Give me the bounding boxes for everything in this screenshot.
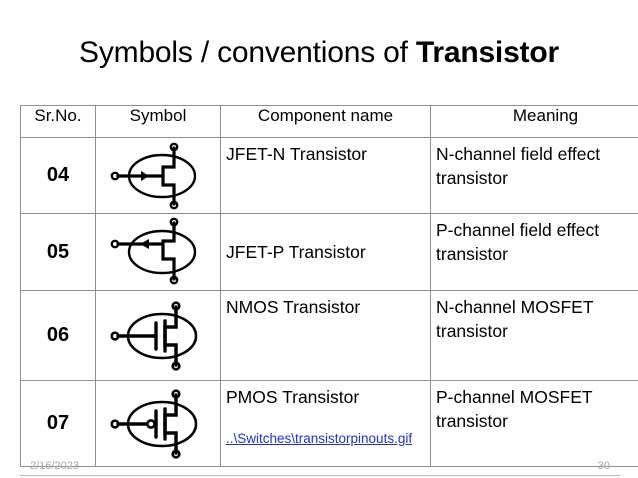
nmos-transistor-symbol-icon: [96, 299, 220, 373]
table-row: 04 JFET-N: [20, 137, 638, 214]
footer-divider: [20, 475, 620, 476]
component-name-cell: JFET-P Transistor: [220, 213, 431, 291]
meaning-cell: N-channel MOSFET transistor: [430, 290, 638, 381]
jfet-n-transistor-symbol-icon: [96, 141, 220, 211]
page-title: Symbols / conventions of Transistor: [0, 34, 638, 72]
row-serial-number: 06: [20, 290, 96, 381]
row-serial-number: 05: [20, 213, 96, 291]
symbols-table: Sr.No. Symbol Component name Meaning 04: [20, 105, 638, 467]
page-title-bold: Transistor: [415, 36, 559, 69]
component-name-cell: JFET-N Transistor: [220, 137, 431, 214]
symbol-cell: [95, 290, 221, 381]
table-row: 06 NMOS Tr: [20, 290, 638, 381]
transistor-pinouts-hyperlink[interactable]: ..\Switches\transistorpinouts.gif: [226, 431, 413, 446]
meaning-cell: P-channel MOSFET transistor: [430, 380, 638, 467]
table-row: 05 JFET-P: [20, 213, 638, 291]
symbol-cell: [95, 380, 221, 467]
column-header-meaning: Meaning: [430, 105, 638, 138]
meaning-cell: P-channel field effect transistor: [430, 213, 638, 291]
row-serial-number: 04: [20, 137, 96, 214]
pmos-transistor-symbol-icon: [96, 387, 220, 461]
column-header-symbol: Symbol: [95, 105, 221, 138]
meaning-cell: N-channel field effect transistor: [430, 137, 638, 214]
column-header-sr-no: Sr.No.: [20, 105, 96, 138]
component-name-cell: NMOS Transistor: [220, 290, 431, 381]
link-wrapper: ..\Switches\transistorpinouts.gif: [226, 425, 430, 449]
footer-page-number: 30: [597, 460, 610, 472]
footer-date: 2/16/2023: [30, 460, 79, 472]
table-row: 07: [20, 380, 638, 467]
page-title-regular: Symbols / conventions of: [79, 36, 416, 69]
row-serial-number: 07: [20, 380, 96, 467]
component-name-label: PMOS Transistor: [226, 387, 360, 407]
symbol-cell: [95, 213, 221, 291]
component-name-cell: PMOS Transistor ..\Switches\transistorpi…: [220, 380, 431, 467]
table-header-row: Sr.No. Symbol Component name Meaning: [20, 105, 638, 138]
jfet-p-transistor-symbol-icon: [96, 217, 220, 287]
column-header-component-name: Component name: [220, 105, 431, 138]
symbol-cell: [95, 137, 221, 214]
